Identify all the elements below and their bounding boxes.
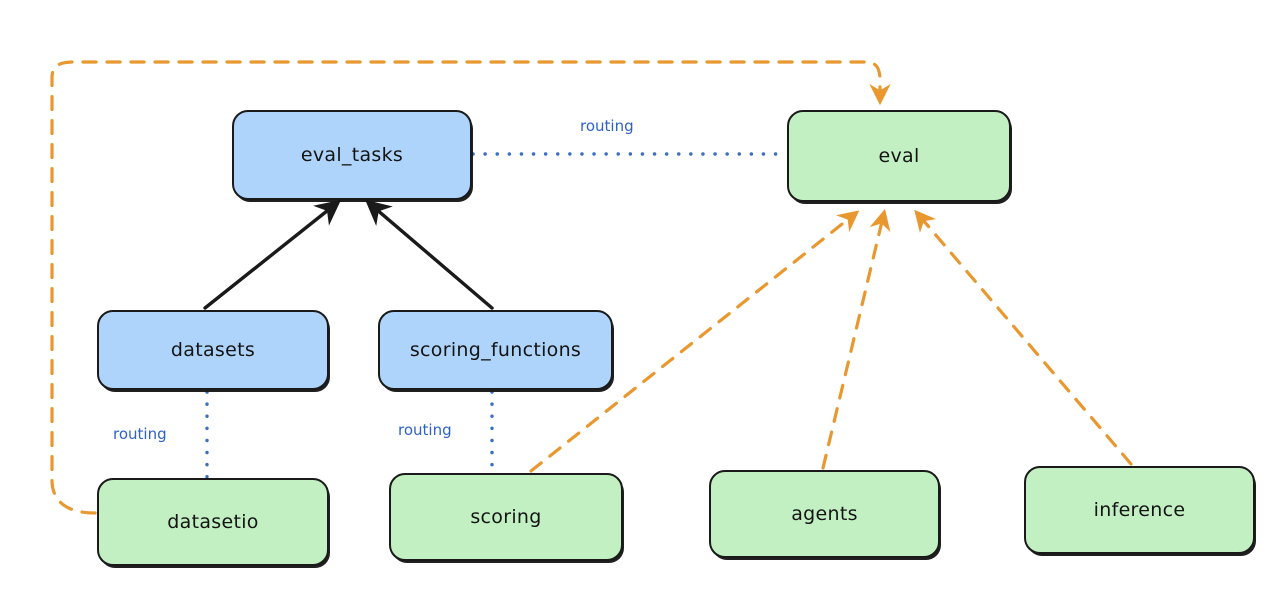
node-agents[interactable]: agents — [709, 470, 940, 558]
node-label: scoring_functions — [409, 339, 582, 361]
node-label: datasetio — [167, 511, 259, 533]
node-label: agents — [791, 503, 858, 525]
edge-label-routing-datasets-datasetio: routing — [113, 425, 167, 443]
edge-scoring-functions-eval-tasks — [365, 199, 494, 310]
edge-label-routing-scoring-functions-scoring: routing — [398, 421, 452, 439]
node-inference[interactable]: inference — [1024, 466, 1255, 554]
edge-inference-eval — [914, 209, 1133, 466]
edge-agents-eval — [821, 208, 891, 470]
node-label: eval — [878, 145, 920, 167]
node-datasets[interactable]: datasets — [97, 310, 329, 390]
node-eval[interactable]: eval — [787, 110, 1011, 202]
edge-datasetio-eval — [50, 60, 891, 515]
node-label: scoring — [470, 506, 542, 528]
edge-label-routing-eval-tasks-eval: routing — [580, 117, 634, 135]
node-datasetio[interactable]: datasetio — [97, 478, 329, 566]
node-label: eval_tasks — [300, 144, 404, 166]
node-eval-tasks[interactable]: eval_tasks — [232, 110, 472, 200]
edge-scoring-eval — [529, 210, 860, 473]
edge-datasets-eval-tasks — [203, 199, 341, 310]
node-label: datasets — [170, 339, 256, 361]
node-scoring[interactable]: scoring — [389, 473, 623, 561]
node-scoring-functions[interactable]: scoring_functions — [378, 310, 613, 390]
node-label: inference — [1093, 499, 1186, 521]
